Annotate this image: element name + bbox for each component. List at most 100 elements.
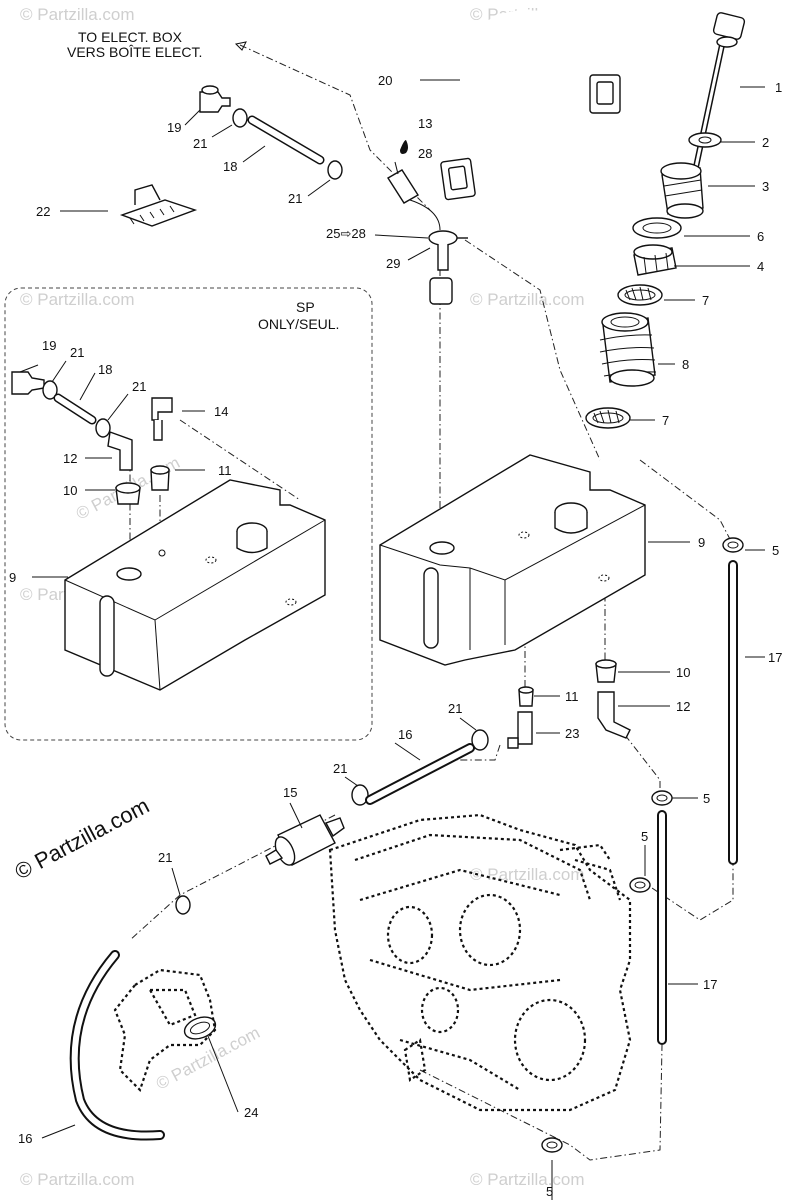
callout-29: 29: [386, 256, 400, 271]
callout-4: 4: [757, 259, 764, 274]
part-10-grommet[interactable]: [115, 482, 141, 505]
callout-6: 6: [757, 229, 764, 244]
part-16-hose[interactable]: [365, 743, 475, 805]
callout-10: 10: [63, 483, 77, 498]
callout-25-28: 25⇨28: [326, 226, 366, 241]
callout-21: 21: [70, 345, 84, 360]
part-5-clamp[interactable]: [722, 537, 744, 553]
callout-19: 19: [167, 120, 181, 135]
part-23-tee[interactable]: [507, 711, 533, 749]
callout-11: 11: [565, 689, 579, 704]
part-14-elbow[interactable]: [151, 397, 173, 441]
oil-pump-reference: [113, 968, 217, 1093]
callout-16: 16: [398, 727, 412, 742]
part-29-float[interactable]: [429, 277, 453, 305]
part-7-clamp[interactable]: [585, 407, 631, 429]
callout-17: 17: [703, 977, 717, 992]
partzilla-watermark-main: © Partzilla.com: [11, 793, 154, 885]
part-3-fitting[interactable]: [660, 162, 704, 219]
route-line: [464, 239, 601, 461]
callout-9: 9: [9, 570, 16, 585]
callout-28: 28: [418, 146, 432, 161]
part-21-clamp[interactable]: [42, 380, 58, 400]
part-19-fitting[interactable]: [199, 85, 231, 113]
part-12-elbow[interactable]: [107, 431, 133, 471]
part-29-t-fitting[interactable]: [428, 230, 468, 271]
callout-5: 5: [641, 829, 648, 844]
callout-10: 10: [676, 665, 690, 680]
leader-lines: [19, 79, 765, 1200]
part-11-grommet[interactable]: [518, 686, 534, 707]
engine-block-reference: [328, 813, 632, 1112]
callout-7: 7: [662, 413, 669, 428]
callout-21: 21: [158, 850, 172, 865]
part-21-clamp[interactable]: [327, 160, 343, 180]
elect-box-caption-en: TO ELECT. BOX: [78, 29, 183, 45]
part-21-clamp[interactable]: [351, 784, 369, 806]
part-20-strap[interactable]: [440, 10, 621, 201]
elect-box-caption-fr: VERS BOÎTE ELECT.: [67, 44, 202, 60]
part-16-hose[interactable]: [69, 950, 165, 1141]
callout-1: 1: [775, 80, 782, 95]
part-5-clamp[interactable]: [651, 790, 673, 806]
part-5-clamp[interactable]: [629, 877, 651, 893]
callout-23: 23: [565, 726, 579, 741]
callout-15: 15: [283, 785, 297, 800]
callout-3: 3: [762, 179, 769, 194]
callout-8: 8: [682, 357, 689, 372]
callout-9: 9: [698, 535, 705, 550]
callout-14: 14: [214, 404, 228, 419]
part-21-clamp[interactable]: [95, 418, 111, 438]
part-9-oil-tank[interactable]: [379, 454, 646, 666]
part-5-clamp[interactable]: [541, 1137, 563, 1153]
callout-2: 2: [762, 135, 769, 150]
part-10-grommet[interactable]: [595, 659, 617, 683]
part-28-sensor[interactable]: [387, 169, 441, 231]
callout-5: 5: [772, 543, 779, 558]
part-21-clamps: [42, 108, 489, 915]
callout-18: 18: [223, 159, 237, 174]
sp-only-label-2: ONLY/SEUL.: [258, 316, 339, 332]
part-24-clamp[interactable]: [182, 1013, 219, 1043]
callout-21: 21: [193, 136, 207, 151]
callout-21: 21: [288, 191, 302, 206]
watermark: © Partzilla.com: [20, 5, 135, 24]
callout-21: 21: [333, 761, 347, 776]
route-line: [179, 419, 301, 501]
callout-21: 21: [132, 379, 146, 394]
callout-5: 5: [546, 1184, 553, 1199]
part-4-nut[interactable]: [633, 244, 677, 276]
part-12-elbow[interactable]: [597, 691, 631, 739]
oil-drop-icon: [400, 140, 408, 154]
callout-24: 24: [244, 1105, 258, 1120]
sp-only-panel: [4, 287, 373, 741]
callout-13: 13: [418, 116, 432, 131]
part-22-clip[interactable]: [119, 184, 198, 227]
part-21-clamp[interactable]: [471, 729, 489, 751]
watermark: © Partzilla.com: [20, 1170, 135, 1189]
callout-16: 16: [18, 1131, 32, 1146]
callout-17: 17: [768, 650, 782, 665]
part-15-filter[interactable]: [265, 814, 345, 868]
part-11-grommet[interactable]: [150, 465, 170, 491]
watermark: © Partzilla.com: [20, 290, 135, 309]
callout-labels: 1 2 3 6 4 7 8 7 9 5 20 13 28 25⇨28 29 19…: [9, 73, 782, 1199]
part-8-boot[interactable]: [599, 312, 657, 387]
part-9-oil-tank-sp[interactable]: [64, 479, 326, 691]
route-line: [419, 1044, 663, 1161]
callout-5: 5: [703, 791, 710, 806]
part-21-clamp[interactable]: [175, 895, 191, 915]
part-21-clamp[interactable]: [232, 108, 248, 128]
watermark: © Partzilla.com: [470, 1170, 585, 1189]
route-line: [639, 459, 734, 546]
watermark: © Partzilla.com: [470, 865, 585, 884]
callout-20: 20: [378, 73, 392, 88]
part-18-hose[interactable]: [53, 393, 97, 425]
callout-12: 12: [676, 699, 690, 714]
part-7-clamp[interactable]: [617, 284, 663, 306]
sp-only-label: SP: [296, 299, 315, 315]
callout-22: 22: [36, 204, 50, 219]
part-19-fitting[interactable]: [11, 371, 45, 395]
part-18-hose[interactable]: [247, 115, 325, 165]
